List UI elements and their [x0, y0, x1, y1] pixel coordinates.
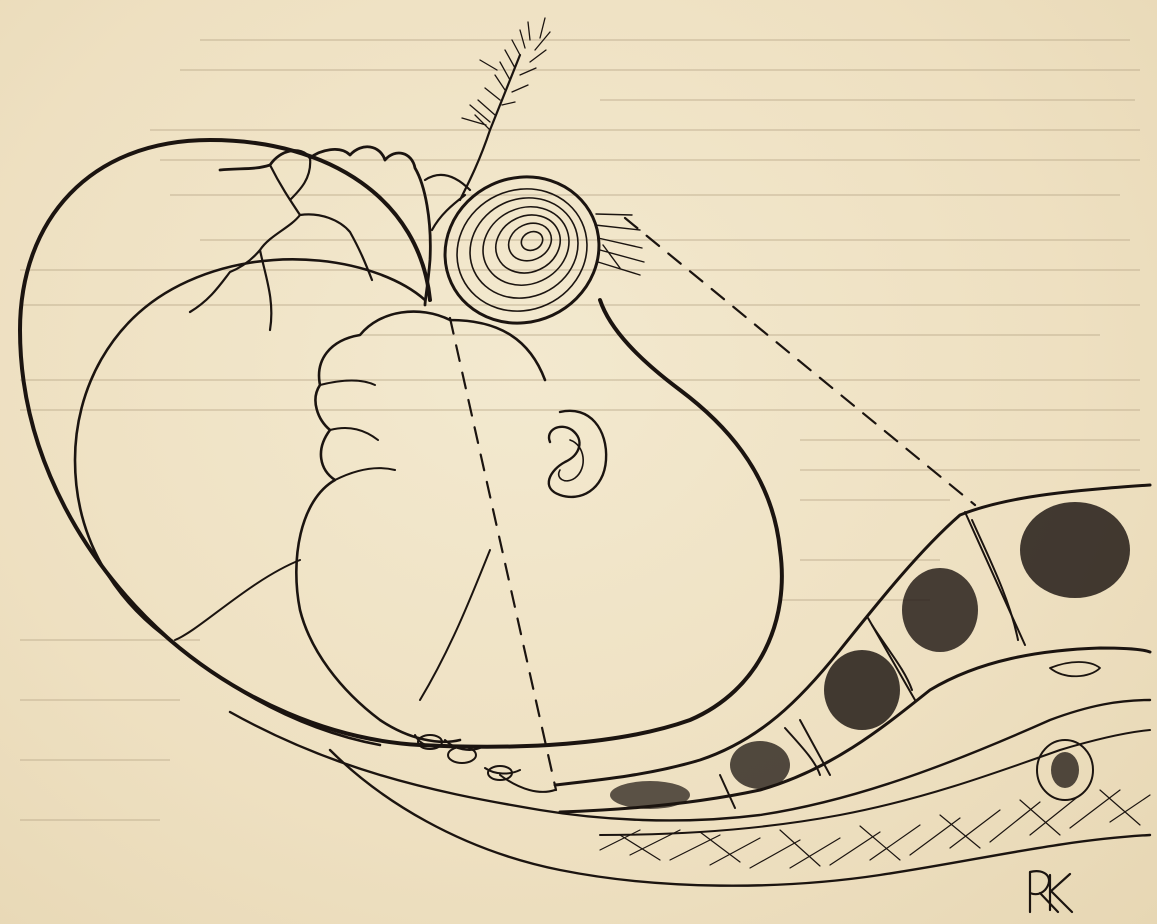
spiral-mark	[549, 411, 606, 497]
branching-vessels	[190, 158, 372, 330]
artist-monogram	[1030, 871, 1072, 912]
vertebra-shade-2	[902, 568, 978, 652]
vertebra-shade-4	[730, 741, 790, 789]
inner-chamber	[75, 259, 425, 745]
bleed-through-text	[20, 40, 1140, 820]
inner-lobe	[296, 312, 545, 742]
vertebra-shade-1	[1020, 502, 1130, 598]
outer-contour	[20, 140, 782, 747]
vertebra-shade-5	[610, 781, 690, 809]
vertebra-shade-3	[824, 650, 900, 730]
inner-lobe-fold	[175, 380, 490, 700]
lower-contours	[230, 700, 1150, 886]
